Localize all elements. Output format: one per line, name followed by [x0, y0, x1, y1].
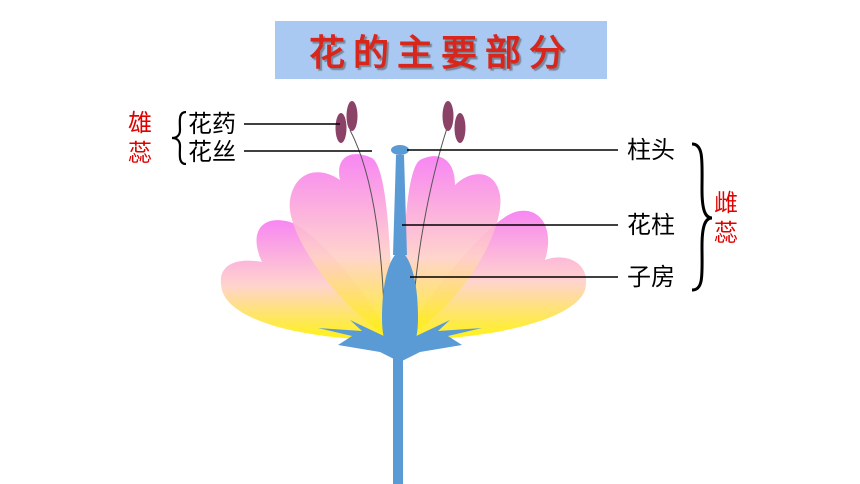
- stigma-label: 柱头: [627, 136, 675, 164]
- page-title: 花的主要部分: [275, 21, 607, 79]
- stem: [393, 330, 403, 484]
- anther-label: 花药: [188, 110, 236, 138]
- ovary-label: 子房: [627, 263, 675, 291]
- stamen-brace: [171, 110, 187, 166]
- pistil-brace: [691, 142, 713, 292]
- ovary: [382, 250, 418, 358]
- petal-left-mid: [289, 154, 392, 340]
- pistil-group-label: 雌蕊: [714, 189, 738, 247]
- petal-right-mid: [402, 156, 501, 340]
- petal-left-outer: [220, 220, 392, 340]
- anther-3: [442, 101, 454, 131]
- stamen-group-label: 雄蕊: [128, 109, 152, 167]
- anther-4: [454, 113, 466, 143]
- anther-2: [335, 113, 347, 143]
- style: [393, 155, 407, 255]
- anther-1: [346, 101, 358, 131]
- style-label: 花柱: [627, 211, 675, 239]
- petal-right-outer: [402, 210, 587, 340]
- filament-label: 花丝: [188, 138, 236, 166]
- stigma: [391, 145, 409, 155]
